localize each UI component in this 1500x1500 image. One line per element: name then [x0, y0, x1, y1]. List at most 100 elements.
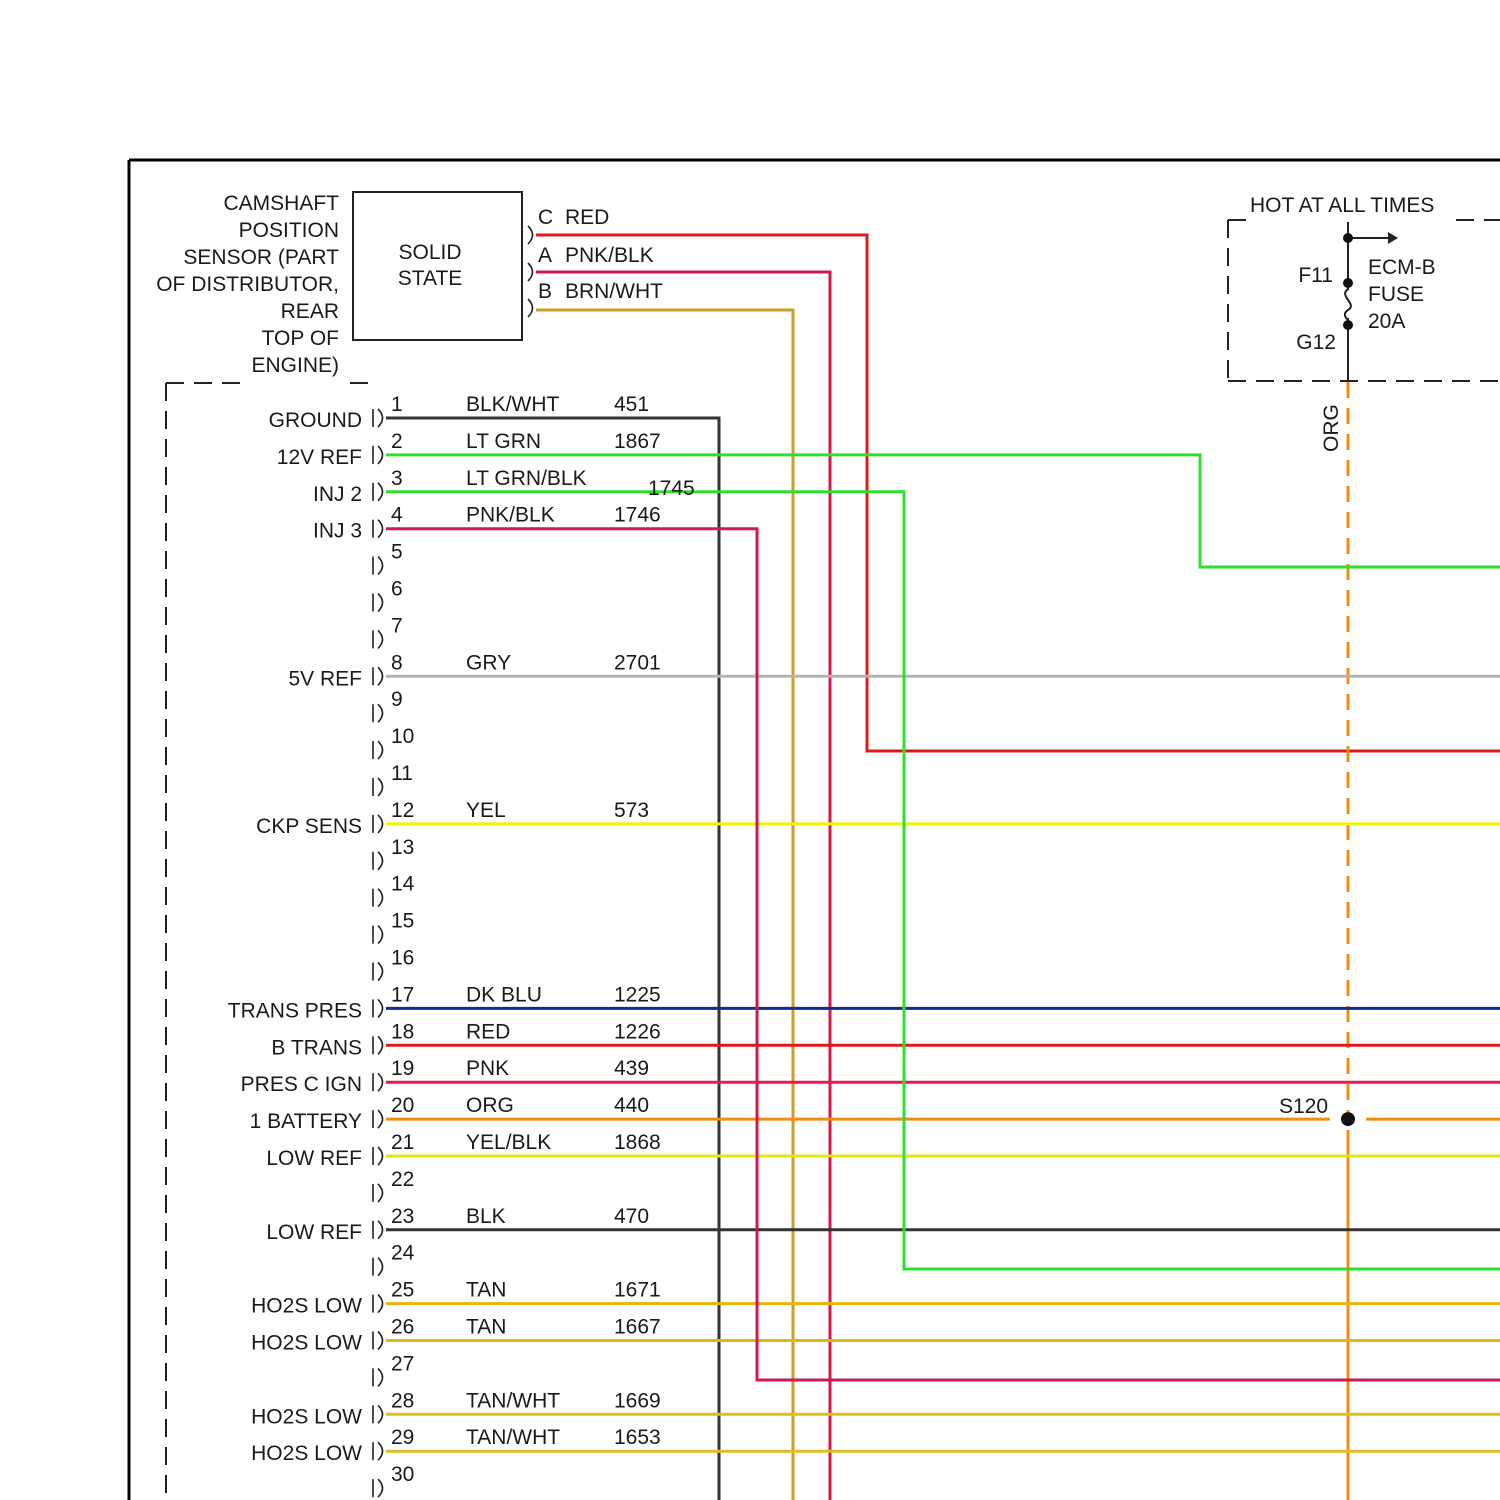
pin-number: 14: [391, 873, 415, 896]
pin-terminal-icon: [378, 1368, 383, 1386]
pin-signal-label: HO2S LOW: [251, 1442, 362, 1465]
pin-number: 28: [391, 1389, 414, 1412]
connector-pin-row: 11: [373, 762, 413, 796]
pin-wire-color: TAN: [466, 1279, 506, 1302]
pin-terminal-icon: [378, 409, 383, 427]
pin-terminal-icon: [378, 1332, 383, 1350]
pin-signal-label: HO2S LOW: [251, 1295, 362, 1318]
pin-number: 25: [391, 1279, 414, 1302]
pin-terminal-icon: [378, 1110, 383, 1128]
pin-circuit-number: 573: [614, 799, 649, 822]
pin-circuit-number: 440: [614, 1094, 649, 1117]
pin-number: 30: [391, 1463, 414, 1486]
pin-terminal-icon: [378, 704, 383, 722]
pin-terminal-icon: [378, 483, 383, 501]
pin-terminal-icon: [378, 594, 383, 612]
sensor-pin-letter: A: [538, 244, 552, 267]
pin-circuit-number: 1653: [614, 1426, 661, 1449]
pin-circuit-number: 2701: [614, 651, 661, 674]
pin-signal-label: PRES C IGN: [241, 1073, 362, 1096]
camshaft-label-line: OF DISTRIBUTOR,: [156, 273, 339, 296]
pin-terminal-icon: [378, 999, 383, 1017]
pin-terminal-icon: [378, 667, 383, 685]
pin-circuit-number: 1667: [614, 1316, 661, 1339]
pin-number: 22: [391, 1168, 414, 1191]
pin-terminal-icon: [378, 926, 383, 944]
pin-signal-label: HO2S LOW: [251, 1405, 362, 1428]
pin-terminal-icon: [378, 1479, 383, 1497]
sensor-pin-letter: B: [538, 280, 552, 303]
pin-signal-label: INJ 2: [313, 483, 362, 506]
pin-number: 19: [391, 1057, 414, 1080]
pin-terminal-icon: [378, 815, 383, 833]
pin-wire-color: TAN/WHT: [466, 1389, 560, 1412]
connector-pin-row: 14: [373, 873, 415, 907]
sensor-pin-color: BRN/WHT: [565, 280, 663, 303]
pin-number: 12: [391, 799, 414, 822]
wire-pnk-blk-1746: [386, 529, 1500, 1380]
pin-circuit-number: 1671: [614, 1279, 661, 1302]
pin-number: 9: [391, 688, 403, 711]
pin-signal-label: TRANS PRES: [228, 999, 362, 1022]
pin-wire-color: TAN/WHT: [466, 1426, 560, 1449]
pin-terminal-icon: [378, 1073, 383, 1091]
fuse-label-line: ECM-B: [1368, 256, 1436, 279]
sensor-pin-symbols: [528, 226, 533, 317]
camshaft-sensor: CAMSHAFT POSITION SENSOR (PART OF DISTRI…: [156, 192, 663, 377]
pin-terminal-icon: [378, 1295, 383, 1313]
pin-wire-color: YEL: [466, 799, 506, 822]
pin-circuit-number: 1867: [614, 430, 661, 453]
connector-pin-row: 22: [373, 1168, 414, 1202]
pin-terminal-icon: [378, 889, 383, 907]
connector-pin-row: 5: [373, 541, 403, 575]
fuse-node-dot: [1343, 320, 1353, 330]
splice-dot: [1341, 1112, 1355, 1126]
pin-circuit-number: 1745: [648, 477, 695, 500]
pin-terminal-icon: [378, 1442, 383, 1460]
camshaft-label-line: SENSOR (PART: [183, 246, 339, 269]
solid-state-box: [353, 192, 522, 340]
pin-wire-color: ORG: [466, 1094, 514, 1117]
pin-circuit-number: 1225: [614, 983, 661, 1006]
pin-number: 6: [391, 578, 403, 601]
connector-pin-row: 24: [373, 1242, 415, 1276]
camshaft-label-line: TOP OF: [262, 327, 339, 350]
pin-terminal-icon: [378, 1036, 383, 1054]
connector-pin-row: 27: [373, 1352, 414, 1386]
pin-signal-label: CKP SENS: [256, 815, 362, 838]
fuse-wire-color: ORG: [1320, 404, 1343, 452]
pin-wire-color: GRY: [466, 651, 511, 674]
pin-signal-label: 5V REF: [288, 667, 362, 690]
arrow-right-icon: [1388, 232, 1398, 244]
connector-pin-row: 3INJ 2LT GRN/BLK1745: [313, 467, 695, 506]
pin-number: 27: [391, 1352, 414, 1375]
pin-wire-color: LT GRN: [466, 430, 541, 453]
pin-terminal-icon: [378, 852, 383, 870]
connector-pin-row: 18B TRANSRED1226: [271, 1020, 660, 1059]
solid-state-line: STATE: [398, 267, 463, 290]
pin-terminal-icon: [378, 1147, 383, 1165]
pin-number: 3: [391, 467, 403, 490]
splice-label: S120: [1279, 1095, 1328, 1118]
pin-terminal-icon: [378, 446, 383, 464]
pin-signal-label: HO2S LOW: [251, 1332, 362, 1355]
fuse-pin-in: F11: [1298, 264, 1333, 287]
camshaft-label-line: POSITION: [239, 219, 339, 242]
fuse-label-line: 20A: [1368, 310, 1405, 333]
sensor-pin-color: PNK/BLK: [565, 244, 654, 267]
pin-wire-color: BLK: [466, 1205, 506, 1228]
pin-signal-label: GROUND: [269, 409, 362, 432]
pin-wire-color: RED: [466, 1020, 510, 1043]
pin-terminal-icon: [378, 741, 383, 759]
pin-terminal-icon: [378, 557, 383, 575]
pin-number: 7: [391, 614, 403, 637]
pin-terminal-icon: [378, 1221, 383, 1239]
camshaft-label-line: CAMSHAFT: [224, 192, 340, 215]
connector-pin-row: 6: [373, 578, 403, 612]
wire-lt-grn-blk-1745: [386, 492, 1500, 1269]
